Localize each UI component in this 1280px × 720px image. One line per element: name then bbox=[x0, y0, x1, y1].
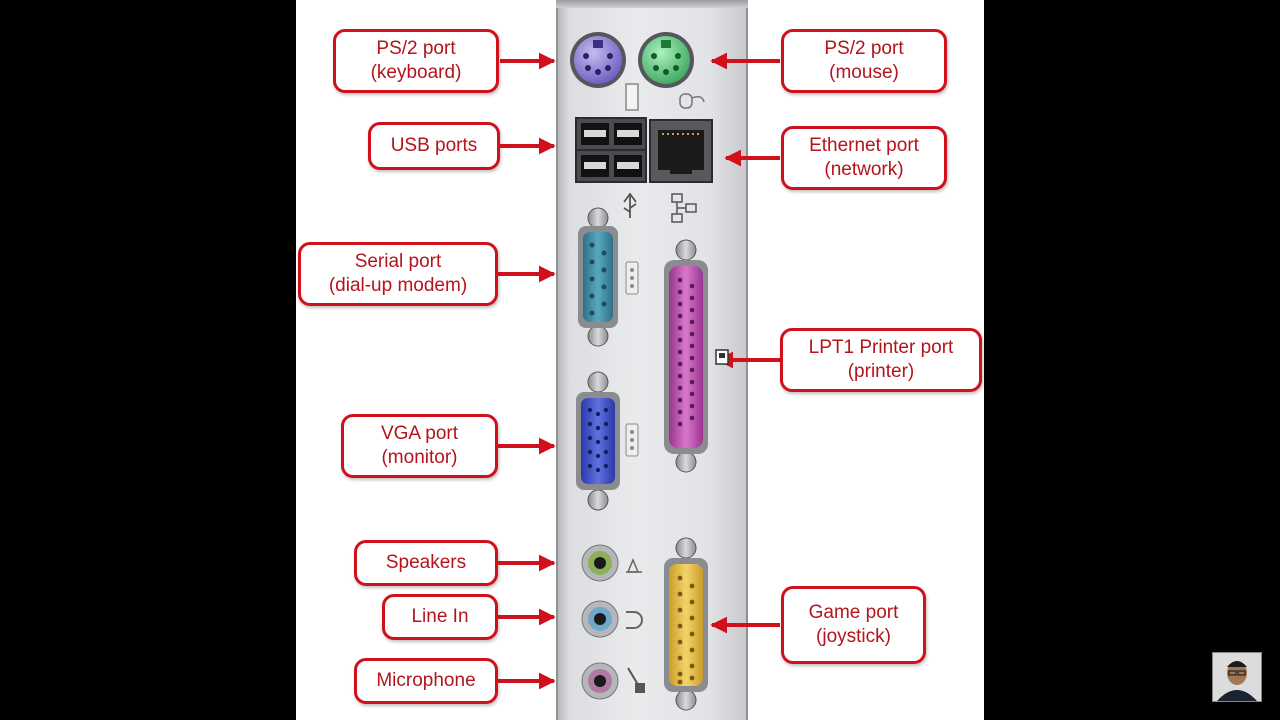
label-line: VGA port bbox=[380, 423, 459, 444]
label-line: (joystick) bbox=[816, 626, 891, 647]
lpt1-printer-port bbox=[664, 239, 708, 473]
label-line: Speakers bbox=[385, 552, 467, 573]
keyboard-icon bbox=[625, 83, 639, 111]
game-port bbox=[664, 537, 708, 711]
label-line: PS/2 port bbox=[824, 38, 904, 59]
vga-port bbox=[576, 371, 620, 511]
label-line: (mouse) bbox=[829, 62, 899, 83]
label-line: LPT1 Printer port bbox=[808, 337, 954, 358]
label-line: PS/2 port bbox=[376, 38, 456, 59]
label-line: (network) bbox=[824, 159, 904, 180]
label-ps2-keyboard: PS/2 port (keyboard) bbox=[333, 29, 499, 93]
label-game: Game port (joystick) bbox=[781, 586, 926, 664]
label-serial: Serial port (dial-up modem) bbox=[298, 242, 498, 306]
label-line: Ethernet port bbox=[809, 135, 919, 156]
usb-port-upper bbox=[575, 117, 647, 151]
label-line: (printer) bbox=[847, 361, 915, 382]
line-in-jack bbox=[581, 600, 619, 638]
usb-port-lower bbox=[575, 149, 647, 183]
network-icon bbox=[671, 193, 697, 223]
label-lpt1: LPT1 Printer port (printer) bbox=[780, 328, 982, 392]
speakers-jack bbox=[581, 544, 619, 582]
label-vga: VGA port (monitor) bbox=[341, 414, 498, 478]
label-ps2-mouse: PS/2 port (mouse) bbox=[781, 29, 947, 93]
mouse-icon bbox=[679, 93, 705, 109]
microphone-jack bbox=[581, 662, 619, 700]
label-line-in: Line In bbox=[382, 594, 498, 640]
label-usb: USB ports bbox=[368, 122, 500, 170]
line-in-icon bbox=[626, 611, 643, 629]
microphone-icon bbox=[627, 667, 645, 693]
printer-icon bbox=[715, 349, 729, 365]
label-line: Microphone bbox=[376, 670, 476, 691]
label-line: (monitor) bbox=[381, 447, 458, 468]
serial-icon bbox=[625, 261, 639, 295]
serial-port bbox=[578, 207, 618, 347]
person-icon bbox=[1213, 653, 1261, 701]
ps2-mouse-port bbox=[638, 32, 694, 88]
presenter-avatar bbox=[1212, 652, 1262, 702]
label-line: USB ports bbox=[390, 135, 478, 156]
label-line: Serial port bbox=[354, 251, 442, 272]
panel-top-edge bbox=[556, 0, 748, 8]
usb-icon bbox=[623, 192, 637, 218]
label-line: (keyboard) bbox=[370, 62, 462, 83]
label-microphone: Microphone bbox=[354, 658, 498, 704]
label-line: Line In bbox=[411, 606, 469, 627]
speaker-icon bbox=[626, 558, 642, 573]
label-line: (dial-up modem) bbox=[328, 275, 468, 296]
ps2-keyboard-port bbox=[570, 32, 626, 88]
vga-icon bbox=[625, 423, 639, 457]
label-line: Game port bbox=[808, 602, 899, 623]
ethernet-port bbox=[649, 119, 713, 183]
label-ethernet: Ethernet port (network) bbox=[781, 126, 947, 190]
label-speakers: Speakers bbox=[354, 540, 498, 586]
